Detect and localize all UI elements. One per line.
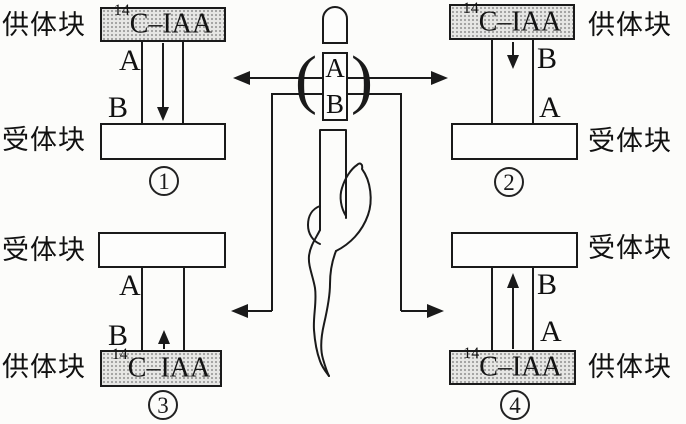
setup1-donor-side-label: 供体块 (2, 10, 86, 40)
right-paren-mark: ) (351, 43, 373, 116)
setup2-receiver-block (451, 123, 578, 160)
coleoptile-tip (322, 6, 348, 44)
setup3-number: 3 (157, 392, 169, 418)
setup4-stem-tube (491, 266, 534, 350)
segment-upper-label: A (325, 53, 345, 83)
arrowhead-left-icon (233, 71, 250, 85)
bracket-to-lower-setups (231, 93, 444, 318)
seedling-base (307, 129, 372, 377)
arrowhead-down-icon (507, 55, 519, 69)
leaf-outline (335, 162, 372, 252)
arrowhead-left-icon (231, 304, 248, 318)
setup3-number-badge: 3 (148, 390, 178, 420)
setup3-donor-block: 14C–IAA (100, 346, 222, 387)
excised-segment: A B (322, 52, 348, 121)
arrowhead-right-icon (427, 304, 444, 318)
setup2-lower-letter: A (539, 91, 561, 124)
setup4-isotope-label: 14C–IAA (463, 345, 562, 383)
setup4-donor-side-label: 供体块 (588, 352, 672, 382)
setup4-number-badge: 4 (500, 390, 530, 420)
setup1-number: 1 (158, 168, 170, 194)
setup3-upper-letter: A (119, 269, 141, 302)
setup3-lower-letter: B (108, 319, 129, 352)
setup4-lower-letter: A (540, 315, 562, 348)
setup1-transport-arrow (157, 43, 169, 121)
body-right-outline (320, 250, 337, 377)
setup3-stem-tube (141, 266, 185, 350)
setup2-stem-tube (491, 40, 534, 123)
setup3-donor-side-label: 供体块 (2, 352, 86, 382)
setup1-upper-letter: A (119, 44, 141, 77)
setup2-isotope-label: 14C–IAA (462, 0, 562, 38)
setup4-receiver-side-label: 受体块 (588, 233, 672, 263)
setup4-receiver-block (451, 232, 578, 268)
arrowhead-down-icon (157, 107, 169, 121)
setup1-lower-letter: B (108, 91, 129, 124)
left-bud-outline (307, 205, 321, 245)
setup2-upper-letter: B (537, 42, 558, 75)
stem-outline (319, 129, 347, 231)
setup1-receiver-side-label: 受体块 (2, 125, 86, 155)
setup2-number: 2 (503, 169, 515, 195)
setup3-receiver-side-label: 受体块 (2, 235, 86, 265)
setup2-donor-block: 14C–IAA (449, 0, 575, 40)
setup4-transport-arrow (507, 273, 519, 349)
setup4-number: 4 (509, 392, 521, 418)
setup1-receiver-block (100, 123, 226, 160)
setup3-transport-arrow (158, 330, 170, 349)
setup1-isotope-label: 14C–IAA (113, 2, 213, 40)
setup2-donor-side-label: 供体块 (588, 10, 672, 40)
setup3-isotope-label: 14C–IAA (111, 346, 211, 384)
arrowhead-up-icon (507, 273, 519, 288)
setup1-stem-tube (141, 41, 184, 123)
setup4-upper-letter: B (537, 268, 558, 301)
arrowhead-right-icon (431, 71, 448, 85)
body-left-outline (307, 229, 330, 377)
setup2-number-badge: 2 (494, 167, 524, 197)
setup2-transport-arrow (507, 42, 519, 69)
setup1-number-badge: 1 (149, 166, 179, 196)
arrowhead-up-icon (158, 330, 170, 344)
setup4-donor-block: 14C–IAA (449, 345, 576, 385)
setup2-receiver-side-label: 受体块 (588, 126, 672, 156)
setup1-donor-block: 14C–IAA (100, 2, 226, 42)
setup3-receiver-block (98, 232, 226, 268)
segment-lower-label: B (325, 89, 344, 119)
left-paren-mark: ( (295, 43, 317, 116)
